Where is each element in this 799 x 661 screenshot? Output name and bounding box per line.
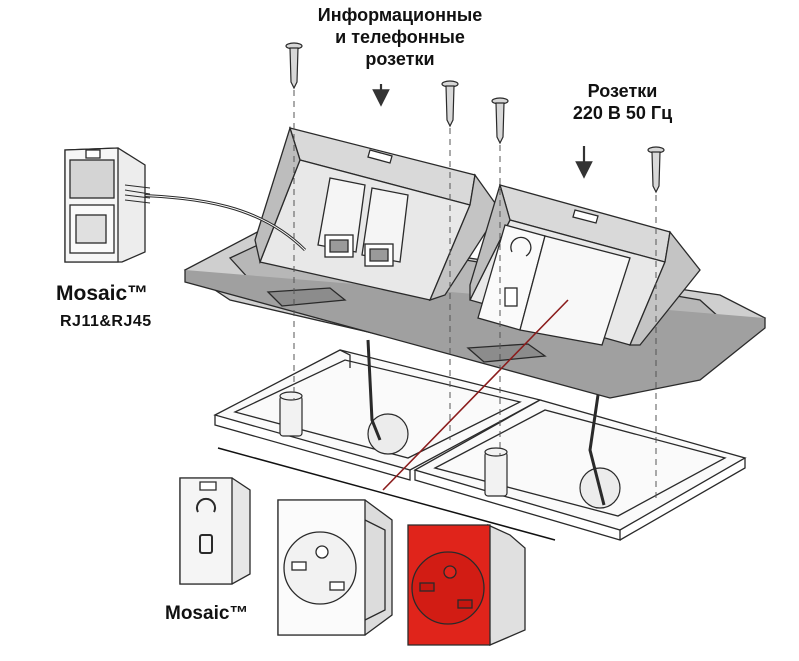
info-sockets-line-1: Информационные xyxy=(317,5,483,25)
power-sockets-line-1: Розетки xyxy=(587,81,658,101)
power-socket-module xyxy=(469,182,701,506)
floor-box-right xyxy=(413,399,747,541)
rj-connector xyxy=(64,147,151,263)
info-sockets-line-3: розетки xyxy=(365,49,435,69)
mounting-screws xyxy=(285,42,665,194)
alignment-lines xyxy=(293,90,657,500)
module-row-line xyxy=(217,447,556,541)
brand-top-sub: RJ11&RJ45 xyxy=(60,313,152,330)
info-sockets-line-2: и телефонные xyxy=(335,27,465,47)
brand-top: Mosaic™ xyxy=(56,282,149,305)
pointer-line xyxy=(382,299,569,491)
brand-bottom: Mosaic™ xyxy=(165,603,249,624)
floor-box-left xyxy=(213,349,542,481)
mosaic-small-module xyxy=(179,477,251,585)
down-arrows xyxy=(372,84,593,179)
schuko-socket-white xyxy=(277,499,393,636)
info-sockets-label: Информационные и телефонные розетки xyxy=(305,4,495,70)
box-posts xyxy=(279,391,621,509)
data-socket-module xyxy=(134,125,501,441)
schuko-socket-red xyxy=(407,523,526,646)
power-sockets-label: Розетки 220 В 50 Гц xyxy=(560,80,685,124)
power-sockets-line-2: 220 В 50 Гц xyxy=(572,103,673,123)
